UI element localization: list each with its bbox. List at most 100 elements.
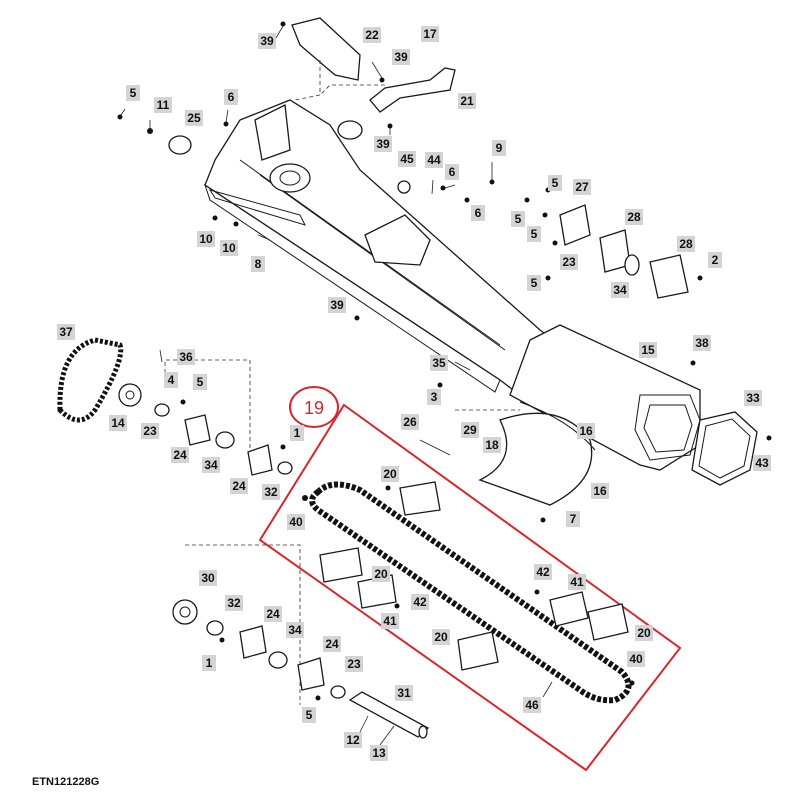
svg-text:34: 34 — [613, 283, 627, 297]
svg-text:2: 2 — [712, 253, 719, 267]
callout: 34 — [611, 282, 629, 298]
callout: 42 — [411, 594, 429, 610]
callout: 13 — [370, 745, 388, 761]
callout: 28 — [677, 236, 695, 252]
callout: 42 — [534, 564, 552, 580]
callout: 1 — [202, 655, 216, 671]
callout: 37 — [57, 324, 75, 340]
svg-text:18: 18 — [485, 438, 499, 452]
callout: 20 — [432, 629, 450, 645]
flange-24d — [297, 657, 325, 691]
svg-text:28: 28 — [627, 210, 641, 224]
callout: 44 — [425, 152, 443, 168]
svg-text:24: 24 — [173, 448, 187, 462]
callout: 29 — [461, 422, 479, 438]
svg-text:24: 24 — [325, 637, 339, 651]
svg-text:15: 15 — [641, 343, 655, 357]
callout: 5 — [511, 211, 525, 227]
callout: 16 — [577, 423, 595, 439]
svg-text:20: 20 — [374, 567, 388, 581]
svg-text:33: 33 — [746, 391, 760, 405]
callout: 14 — [109, 415, 127, 431]
paddle-20a — [399, 481, 441, 516]
svg-text:4: 4 — [168, 373, 175, 387]
callout: 5 — [302, 707, 316, 723]
callout: 20 — [372, 566, 390, 582]
callout: 2 — [708, 252, 722, 268]
callout: 25 — [185, 110, 203, 126]
paddle-20b — [319, 547, 363, 583]
svg-text:17: 17 — [423, 27, 437, 41]
callout: 21 — [458, 93, 476, 109]
callout: 11 — [154, 97, 172, 113]
flange-24c — [239, 625, 267, 659]
callout: 4 — [164, 372, 178, 388]
svg-text:40: 40 — [289, 515, 303, 529]
callout: 38 — [693, 335, 711, 351]
highlight-group-19: 19 — [258, 386, 682, 772]
callout: 43 — [753, 455, 771, 471]
svg-text:45: 45 — [400, 152, 414, 166]
callout: 33 — [744, 390, 762, 406]
collar-25 — [168, 135, 192, 155]
svg-text:10: 10 — [199, 232, 213, 246]
flange-24b — [247, 444, 273, 476]
highlight-label: 19 — [304, 398, 324, 418]
svg-text:24: 24 — [232, 479, 246, 493]
callout: 45 — [398, 151, 416, 167]
svg-text:39: 39 — [376, 137, 390, 151]
svg-text:34: 34 — [204, 458, 218, 472]
callout: 24 — [230, 478, 248, 494]
svg-text:1: 1 — [206, 656, 213, 670]
svg-text:32: 32 — [227, 596, 241, 610]
drive-chain-37 — [57, 337, 124, 423]
callout: 32 — [262, 484, 280, 500]
callout: 15 — [639, 342, 657, 358]
svg-text:35: 35 — [432, 356, 446, 370]
callout: 20 — [381, 466, 399, 482]
svg-text:24: 24 — [266, 607, 280, 621]
callout: 23 — [141, 423, 159, 439]
bushing-32b — [206, 620, 224, 636]
callout: 6 — [445, 164, 459, 180]
svg-text:46: 46 — [525, 698, 539, 712]
svg-text:40: 40 — [629, 652, 643, 666]
callout: 26 — [401, 414, 419, 430]
svg-text:23: 23 — [347, 657, 361, 671]
gasket-33 — [691, 411, 758, 486]
callout: 1 — [290, 425, 304, 441]
sprocket-30 — [172, 599, 198, 625]
callout: 39 — [258, 33, 276, 49]
callout: 17 — [421, 26, 439, 42]
callout: 8 — [251, 256, 265, 272]
callout: 10 — [197, 231, 215, 247]
callout: 39 — [392, 49, 410, 65]
leader-lines — [117, 21, 772, 746]
svg-text:26: 26 — [403, 415, 417, 429]
callout: 7 — [566, 511, 580, 527]
svg-text:1: 1 — [294, 426, 301, 440]
callout: 40 — [627, 651, 645, 667]
svg-text:5: 5 — [197, 375, 204, 389]
svg-text:31: 31 — [397, 686, 411, 700]
svg-text:36: 36 — [179, 350, 193, 364]
svg-text:3: 3 — [431, 390, 438, 404]
callout: 27 — [573, 179, 591, 195]
svg-text:23: 23 — [562, 255, 576, 269]
svg-text:11: 11 — [157, 98, 170, 112]
svg-text:25: 25 — [187, 111, 201, 125]
svg-text:14: 14 — [111, 416, 125, 430]
svg-text:20: 20 — [383, 467, 397, 481]
svg-text:10: 10 — [222, 241, 236, 255]
svg-text:21: 21 — [460, 94, 474, 108]
svg-text:20: 20 — [637, 626, 651, 640]
svg-text:41: 41 — [570, 575, 584, 589]
svg-text:5: 5 — [130, 86, 137, 100]
svg-text:30: 30 — [201, 571, 215, 585]
bracket-22 — [291, 17, 361, 81]
callout: 5 — [126, 85, 140, 101]
trough-18 — [478, 412, 593, 506]
callout: 34 — [202, 457, 220, 473]
svg-text:12: 12 — [346, 733, 360, 747]
